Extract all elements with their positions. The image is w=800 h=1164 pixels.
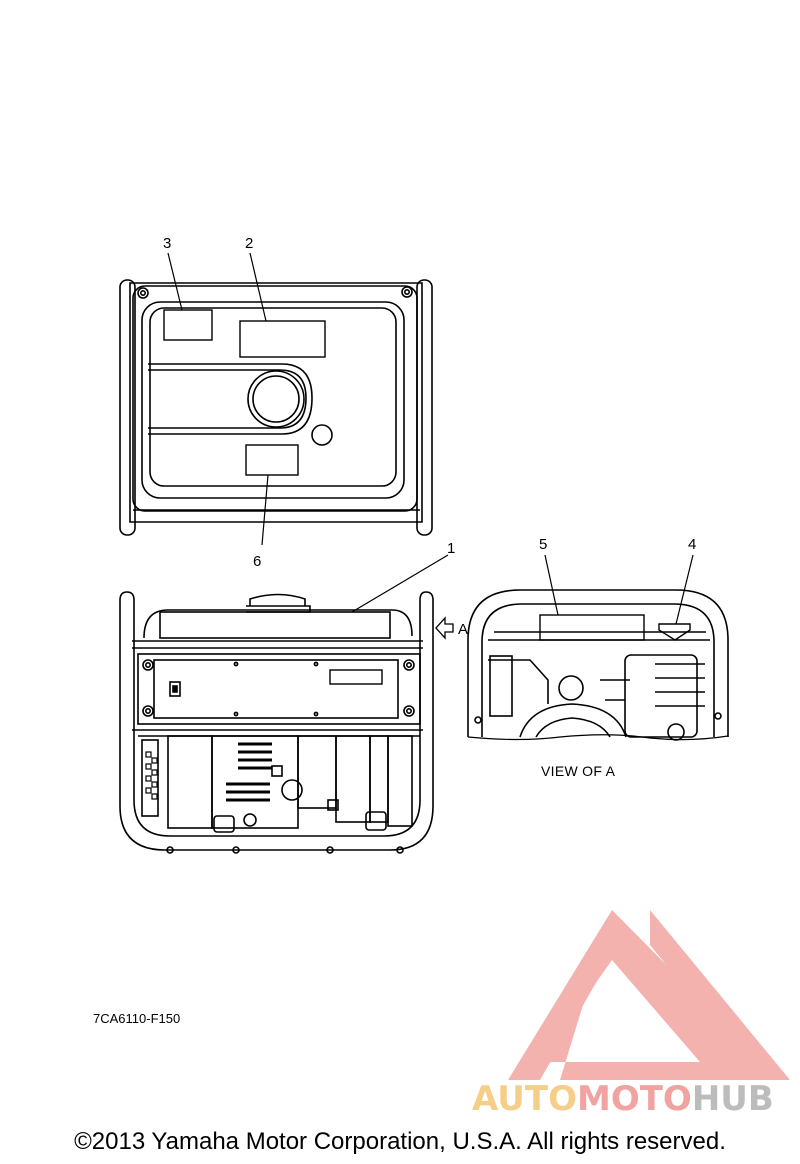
watermark-part-auto: AUTO	[472, 1079, 577, 1119]
callout-6: 6	[253, 553, 261, 570]
callout-1: 1	[447, 540, 455, 557]
callout-2: 2	[245, 235, 253, 252]
watermark-logo	[508, 910, 790, 1080]
callout-5: 5	[539, 536, 547, 553]
watermark-part-moto: MOTO	[576, 1079, 692, 1119]
callout-3: 3	[163, 235, 171, 252]
watermark-part-hub: HUB	[691, 1079, 774, 1119]
watermark-text: AUTOMOTOHUB	[472, 1079, 774, 1119]
generator-top-view	[119, 252, 433, 546]
view-caption: VIEW OF A	[541, 763, 616, 779]
view-arrow-label: A	[458, 621, 468, 638]
generator-front-view	[119, 554, 454, 854]
part-code: 7CA6110-F150	[93, 1011, 180, 1026]
copyright-notice: ©2013 Yamaha Motor Corporation, U.S.A. A…	[74, 1128, 726, 1155]
callout-4: 4	[688, 536, 696, 553]
view-a-inset	[467, 554, 729, 741]
